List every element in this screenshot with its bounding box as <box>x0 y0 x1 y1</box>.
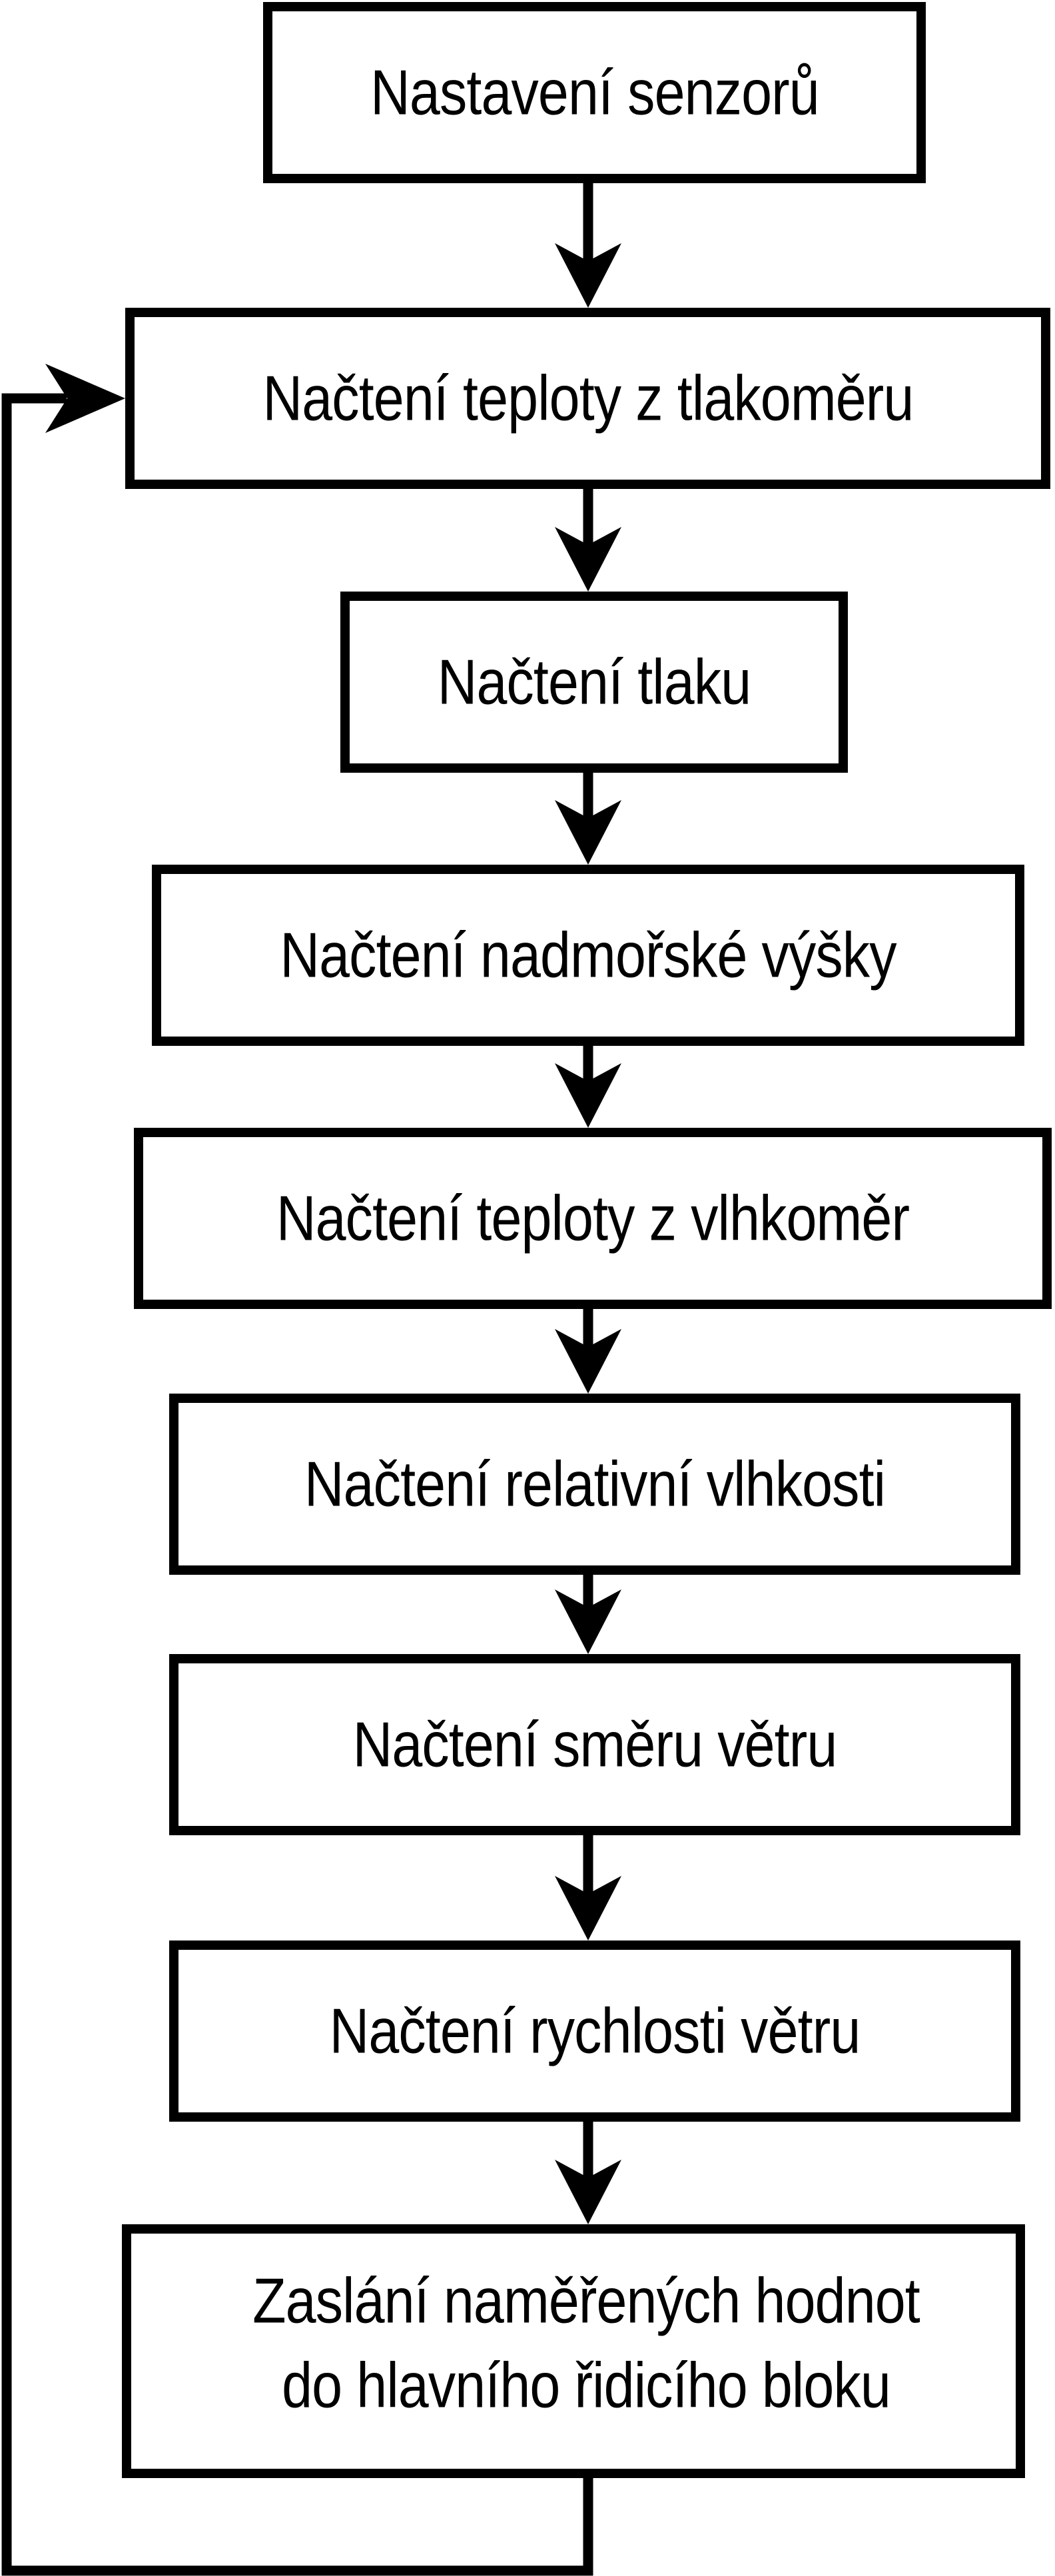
edge-group <box>1 183 621 2576</box>
arrow-head-n5-n6 <box>555 1329 621 1394</box>
edge-n9-n2-loopback <box>1 364 593 2576</box>
edge-n2-n3 <box>555 489 621 592</box>
node-rect-n9[interactable] <box>122 2224 1025 2478</box>
node-label-n4: Načtení nadmořské výšky <box>280 919 896 991</box>
arrow-head-n9-n2-loopback <box>45 364 125 433</box>
node-rect-n6[interactable] <box>169 1394 1020 1575</box>
node-nacteni-rychlosti-vetru[interactable]: Načtení rychlosti větru <box>169 1940 1020 2122</box>
node-label-n6: Načtení relativní vlhkosti <box>304 1448 885 1519</box>
node-label-n9-line2: do hlavního řidicího bloku <box>282 2350 890 2421</box>
node-label-n7: Načtení směru větru <box>353 1709 837 1780</box>
node-label-n8: Načtení rychlosti větru <box>330 1995 861 2066</box>
node-label-n2: Načtení teploty z tlakoměru <box>263 362 914 434</box>
node-rect-n7[interactable] <box>169 1654 1020 1835</box>
node-nacteni-tlaku[interactable]: Načtení tlaku <box>340 592 848 773</box>
node-nacteni-smeru-vetru[interactable]: Načtení směru větru <box>169 1654 1020 1835</box>
node-rect-n8[interactable] <box>169 1940 1020 2122</box>
node-group: Nastavení senzorů Načtení teploty z tlak… <box>122 2 1052 2478</box>
node-zaslani-namerenych-hodnot[interactable]: Zaslání naměřených hodnot do hlavního ři… <box>122 2224 1025 2478</box>
node-rect-n3[interactable] <box>340 592 848 773</box>
arrow-head-n4-n5 <box>555 1063 621 1128</box>
edge-n4-n5 <box>555 1046 621 1128</box>
node-rect-n5[interactable] <box>134 1128 1052 1309</box>
node-rect-n2[interactable] <box>125 308 1050 489</box>
arrow-head-n6-n7 <box>555 1589 621 1654</box>
node-nacteni-teploty-z-vlhkomer[interactable]: Načtení teploty z vlhkoměr <box>134 1128 1052 1309</box>
node-label-n9-line1: Zaslání naměřených hodnot <box>252 2265 920 2336</box>
node-rect-n1[interactable] <box>263 2 926 183</box>
edge-line-n9-n2-loopback <box>1 393 593 2576</box>
edge-n8-n9 <box>555 2122 621 2224</box>
arrow-head-n7-n8 <box>555 1876 621 1940</box>
node-nastaveni-senzoru[interactable]: Nastavení senzorů <box>263 2 926 183</box>
arrow-head-n1-n2 <box>555 243 621 308</box>
edge-n1-n2 <box>555 183 621 308</box>
arrow-head-n8-n9 <box>555 2160 621 2224</box>
arrow-head-n2-n3 <box>555 527 621 592</box>
edge-n6-n7 <box>555 1575 621 1654</box>
node-nacteni-relativni-vlhkosti[interactable]: Načtení relativní vlhkosti <box>169 1394 1020 1575</box>
node-label-n1: Nastavení senzorů <box>370 57 819 128</box>
edge-n5-n6 <box>555 1309 621 1394</box>
edge-n7-n8 <box>555 1835 621 1940</box>
node-label-n5: Načtení teploty z vlhkoměr <box>276 1182 909 1254</box>
node-rect-n4[interactable] <box>152 865 1024 1046</box>
node-nacteni-teploty-z-tlakomeru[interactable]: Načtení teploty z tlakoměru <box>125 308 1050 489</box>
node-label-n3: Načtení tlaku <box>438 646 751 717</box>
arrow-head-n3-n4 <box>555 800 621 865</box>
node-nacteni-nadmorske-vysky[interactable]: Načtení nadmořské výšky <box>152 865 1024 1046</box>
edge-n3-n4 <box>555 773 621 865</box>
